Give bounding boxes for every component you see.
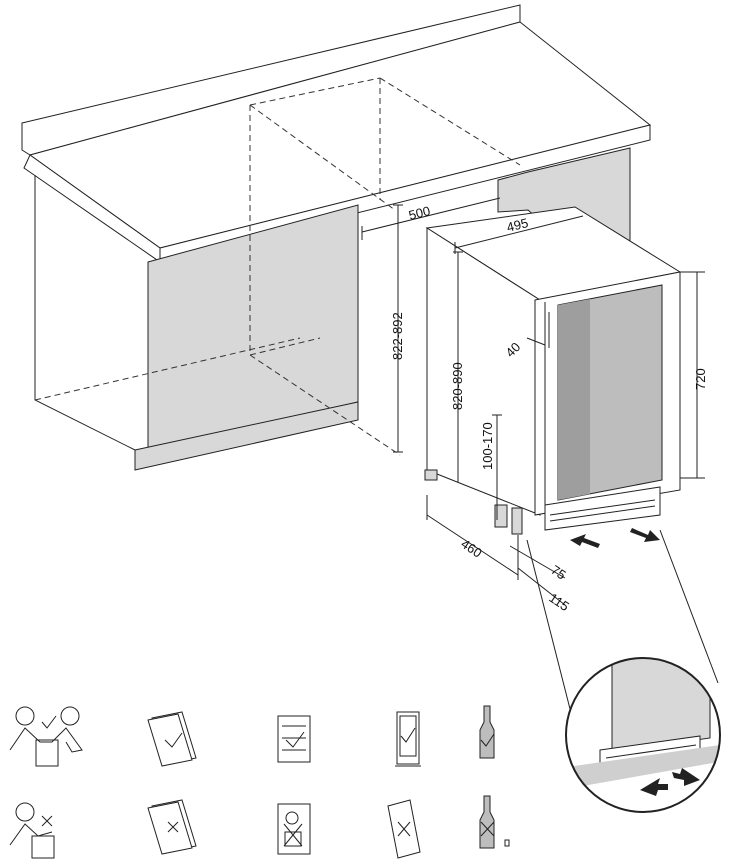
dim-100-170: 100-170 bbox=[480, 422, 495, 470]
shelf-manual-ok-icon bbox=[277, 715, 311, 763]
dimension-lines bbox=[361, 192, 719, 761]
manual-ignore-not-ok-icon bbox=[147, 799, 197, 855]
upright-cabinet-ok-icon bbox=[395, 711, 421, 767]
tilted-cabinet-not-ok-icon bbox=[387, 799, 421, 859]
dim-75: 75 bbox=[548, 562, 568, 583]
fire-hazard-manual-not-ok-icon bbox=[277, 803, 311, 855]
dont-icons-row bbox=[9, 795, 510, 859]
air-out-arrow bbox=[630, 528, 660, 542]
air-in-arrow bbox=[570, 534, 600, 548]
two-person-lift-ok-icon bbox=[9, 706, 83, 767]
bottle-lying-not-ok-icon bbox=[479, 795, 510, 849]
wine-cooler bbox=[424, 206, 682, 535]
do-icons-row bbox=[9, 705, 495, 767]
niche-outline bbox=[34, 77, 521, 456]
left-cabinet bbox=[34, 175, 359, 471]
manual-read-ok-icon bbox=[147, 711, 197, 767]
dim-500: 500 bbox=[407, 203, 432, 223]
ventilation-detail-circle bbox=[565, 657, 721, 813]
bottle-upright-ok-icon bbox=[479, 705, 495, 759]
dim-822-892: 822-892 bbox=[390, 312, 405, 360]
single-person-lift-not-ok-icon bbox=[9, 802, 55, 859]
dimension-labels: 500 495 822-892 820-890 100-170 720 40 4… bbox=[390, 203, 708, 614]
dim-720: 720 bbox=[693, 368, 708, 390]
dim-820-890: 820-890 bbox=[450, 362, 465, 410]
dim-495: 495 bbox=[505, 215, 530, 235]
dim-460: 460 bbox=[458, 536, 484, 561]
airflow-arrows bbox=[570, 528, 660, 548]
